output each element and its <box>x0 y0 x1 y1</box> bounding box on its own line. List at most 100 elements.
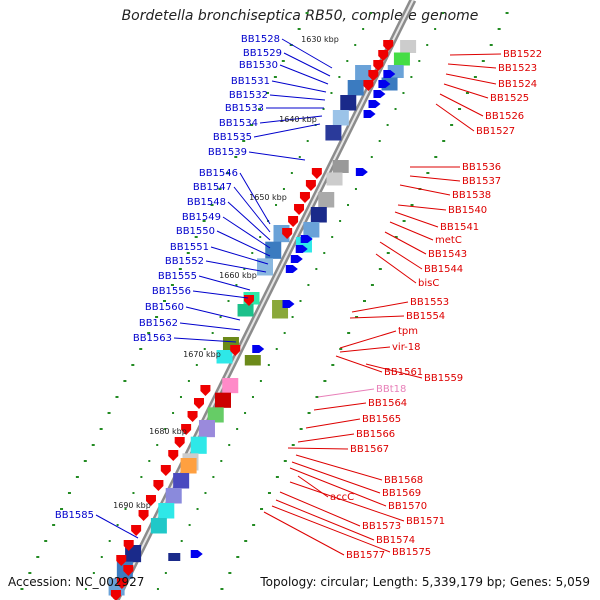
tick-mark <box>331 364 335 366</box>
reverse-gene-arrow <box>363 80 374 91</box>
tick-mark <box>291 316 294 318</box>
topology-text: Topology: circular; Length: 5,339,179 bp… <box>260 575 590 589</box>
tick-mark <box>283 332 286 334</box>
tick-mark <box>252 524 256 526</box>
reverse-gene-arrow <box>288 216 299 227</box>
reverse-gene-label: bisC <box>418 278 439 289</box>
tick-mark <box>394 236 398 238</box>
tick-mark <box>370 284 374 286</box>
tick-mark <box>163 300 166 302</box>
reverse-gene-arrow <box>305 180 316 191</box>
scale-label: 1680 kbp <box>149 427 187 436</box>
tick-mark <box>394 108 397 110</box>
tick-mark <box>210 204 214 206</box>
reverse-gene-arrow <box>116 578 127 589</box>
forward-gene-label: BB1563 <box>133 333 172 344</box>
reverse-gene-arrow <box>123 565 134 576</box>
tick-mark <box>218 188 222 190</box>
leader-line <box>365 363 423 379</box>
tick-mark <box>347 332 351 334</box>
tick-mark <box>434 28 437 30</box>
tick-mark <box>473 76 477 78</box>
leader-line <box>281 38 333 69</box>
forward-gene-label: BB1549 <box>182 212 221 223</box>
leader-line <box>271 80 327 93</box>
tick-mark <box>203 348 206 350</box>
leader-line <box>394 211 439 228</box>
gene-block <box>355 65 372 81</box>
accession-text: Accession: NC_002927 <box>8 575 145 589</box>
reverse-gene-label: BB1569 <box>382 488 421 499</box>
tick-mark <box>307 284 310 286</box>
tick-mark <box>196 508 199 510</box>
tick-mark <box>250 124 254 126</box>
tick-mark <box>204 492 207 494</box>
tick-mark <box>28 572 32 574</box>
reverse-gene-label: BB1522 <box>503 49 542 60</box>
leader-line <box>271 505 391 553</box>
forward-gene-label: BB1555 <box>158 271 197 282</box>
tick-mark <box>164 428 167 430</box>
scale-label: 1640 kbp <box>279 115 317 124</box>
leader-line <box>379 241 423 270</box>
tick-mark <box>315 396 319 398</box>
tick-mark <box>202 220 206 222</box>
tick-mark <box>100 556 103 558</box>
tick-mark <box>131 364 135 366</box>
gene-block <box>400 40 417 53</box>
tick-mark <box>75 476 79 478</box>
leader-line <box>384 231 427 255</box>
forward-gene-label: BB1533 <box>225 103 264 114</box>
tick-mark <box>402 220 406 222</box>
tick-mark <box>258 108 262 110</box>
leader-line <box>198 275 251 291</box>
tick-mark <box>60 508 64 510</box>
tick-mark <box>67 492 71 494</box>
leader-line <box>291 461 381 494</box>
tick-mark <box>442 12 445 14</box>
rna-gene-label: BBt18 <box>376 384 406 395</box>
reverse-gene-arrow <box>110 590 121 600</box>
leader-line <box>173 337 237 343</box>
leader-line <box>283 52 331 77</box>
forward-gene-arrow <box>363 110 376 118</box>
forward-gene-label: BB1539 <box>208 147 247 158</box>
tick-mark <box>305 12 309 14</box>
tick-mark <box>20 588 24 590</box>
tick-mark <box>323 252 326 254</box>
tick-mark <box>323 380 327 382</box>
reverse-gene-arrow <box>294 204 305 215</box>
reverse-gene-label: BB1526 <box>485 111 524 122</box>
reverse-gene-label: BB1525 <box>490 93 529 104</box>
tick-mark <box>370 12 373 14</box>
tick-mark <box>108 540 111 542</box>
tick-mark <box>259 380 262 382</box>
tick-mark <box>298 156 301 158</box>
tick-mark <box>188 524 191 526</box>
gene-block <box>216 350 233 364</box>
tick-mark <box>115 396 119 398</box>
tick-mark <box>267 492 271 494</box>
leader-line <box>335 355 383 373</box>
tick-mark <box>347 204 350 206</box>
tick-mark <box>212 476 215 478</box>
forward-gene-label: BB1546 <box>199 168 238 179</box>
reverse-gene-label: BB1559 <box>424 373 463 384</box>
forward-gene-label: BB1530 <box>239 60 278 71</box>
leader-line <box>239 172 271 225</box>
gene-block <box>198 420 215 438</box>
reverse-gene-arrow <box>153 480 164 491</box>
reverse-gene-label: BB1573 <box>362 521 401 532</box>
tick-mark <box>275 204 278 206</box>
tick-mark <box>410 204 414 206</box>
tick-mark <box>281 60 285 62</box>
reverse-gene-label: metC <box>435 235 462 246</box>
tick-mark <box>155 316 159 318</box>
gene-block <box>173 473 190 489</box>
tick-mark <box>273 76 277 78</box>
tick-mark <box>489 44 493 46</box>
scale-label: 1630 kbp <box>301 35 339 44</box>
gene-block <box>244 355 261 366</box>
leader-line <box>289 481 405 522</box>
leader-line <box>279 64 329 85</box>
